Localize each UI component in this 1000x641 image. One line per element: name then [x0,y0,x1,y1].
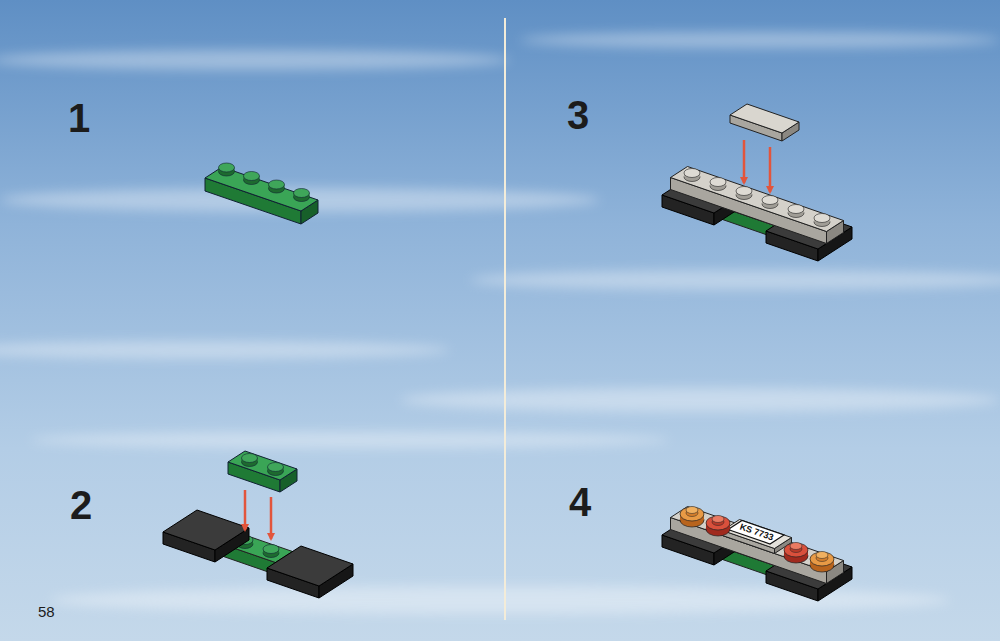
step4-assembly [662,507,852,602]
placement-arrow [244,490,247,530]
step-number: 3 [567,95,589,135]
step-number: 4 [569,482,591,522]
placement-arrow [769,147,772,192]
step-number: 1 [68,98,90,138]
page-number: 58 [38,604,55,619]
placement-arrow [743,140,746,183]
step2-assembly [163,510,353,598]
step-number: 2 [70,485,92,525]
green-plate-1x2 [228,451,297,492]
placement-arrow [270,497,273,539]
step3-assembly [662,167,852,262]
grey-tile-1x2 [730,104,799,141]
sky-streaks [0,32,1000,614]
green-plate-1x4 [205,163,318,224]
panel-divider [504,18,506,620]
